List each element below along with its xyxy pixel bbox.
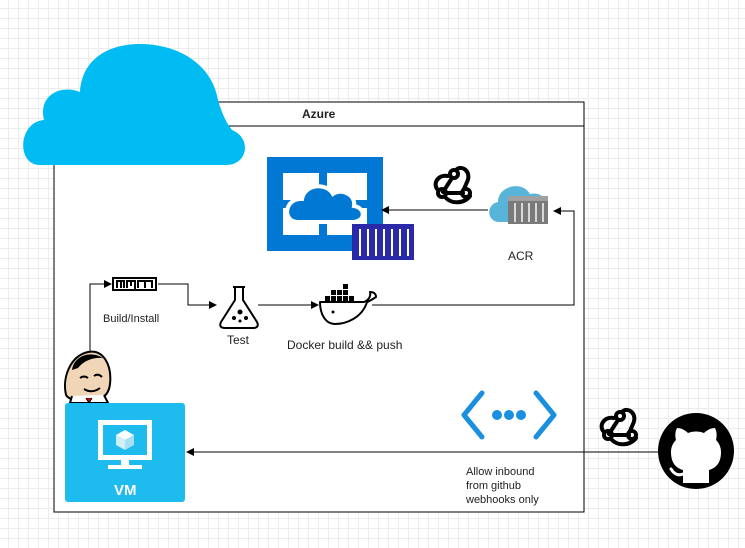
webhook-icon — [599, 407, 638, 447]
acr-label: ACR — [508, 249, 534, 263]
connectors — [89, 206, 658, 456]
docker-label: Docker build && push — [287, 338, 403, 352]
vm-label: VM — [114, 482, 137, 499]
network-label: Allow inbound from github webhooks only — [466, 465, 539, 507]
container-registry-icon — [267, 157, 414, 260]
arrow-jenkins-to-npm — [89, 280, 112, 352]
network-label-line: webhooks only — [466, 494, 539, 506]
github-icon — [658, 413, 734, 489]
cloud-icon — [23, 44, 245, 165]
network-label-line: Allow inbound — [466, 466, 535, 478]
acr-icon — [489, 186, 548, 224]
vm-icon — [98, 420, 152, 469]
arrow-npm-to-test — [158, 283, 217, 309]
network-icon — [461, 390, 557, 440]
docker-icon — [319, 284, 377, 325]
npm-icon — [112, 277, 157, 291]
arrow-docker-to-acr — [372, 207, 575, 306]
flask-icon — [219, 286, 259, 329]
jenkins-icon — [64, 350, 112, 404]
network-label-line: from github — [466, 480, 522, 492]
azure-container-title: Azure — [302, 107, 336, 121]
build-install-label: Build/Install — [103, 313, 160, 325]
webhook-icon — [433, 165, 472, 205]
test-label: Test — [227, 333, 250, 347]
vm-tile — [65, 403, 185, 502]
